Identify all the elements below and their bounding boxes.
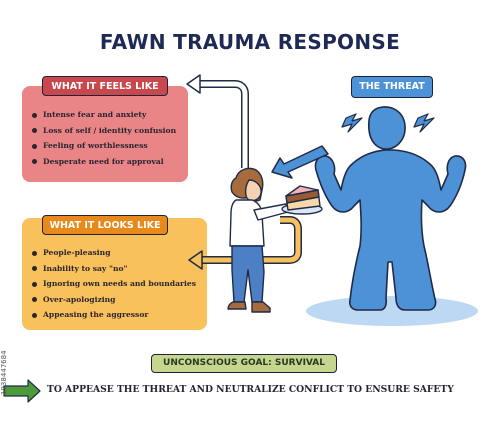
feels-header: WHAT IT FEELS LIKE bbox=[42, 76, 168, 96]
list-item: Appeasing the aggressor bbox=[32, 307, 196, 323]
list-item: Feeling of worthlessness bbox=[32, 138, 176, 154]
looks-list: People-pleasing Inability to say "no" Ig… bbox=[32, 245, 196, 323]
feels-panel bbox=[22, 86, 188, 182]
looks-panel bbox=[22, 218, 207, 330]
page-title: FAWN TRAUMA RESPONSE bbox=[99, 30, 401, 54]
threat-arrow bbox=[271, 145, 329, 179]
stock-id: 1938447684 bbox=[0, 350, 8, 395]
list-item: People-pleasing bbox=[32, 245, 196, 261]
list-item: Desperate need for approval bbox=[32, 154, 176, 170]
looks-header: WHAT IT LOOKS LIKE bbox=[42, 215, 168, 235]
list-item: Loss of self / identity confusion bbox=[32, 123, 176, 139]
arrow-right-icon bbox=[3, 379, 41, 403]
threat-shadow bbox=[306, 296, 478, 326]
goal-statement: TO APPEASE THE THREAT AND NEUTRALIZE CON… bbox=[47, 384, 454, 395]
feels-list: Intense fear and anxiety Loss of self / … bbox=[32, 107, 176, 169]
person-figure bbox=[227, 167, 323, 313]
list-item: Ignoring own needs and boundaries bbox=[32, 276, 196, 292]
threat-figure bbox=[314, 106, 467, 311]
list-item: Inability to say "no" bbox=[32, 261, 196, 277]
threat-label: THE THREAT bbox=[351, 76, 433, 98]
anger-icon bbox=[341, 113, 435, 133]
feels-arrow bbox=[196, 80, 249, 168]
goal-badge: UNCONSCIOUS GOAL: SURVIVAL bbox=[151, 354, 337, 373]
list-item: Over-apologizing bbox=[32, 292, 196, 308]
list-item: Intense fear and anxiety bbox=[32, 107, 176, 123]
